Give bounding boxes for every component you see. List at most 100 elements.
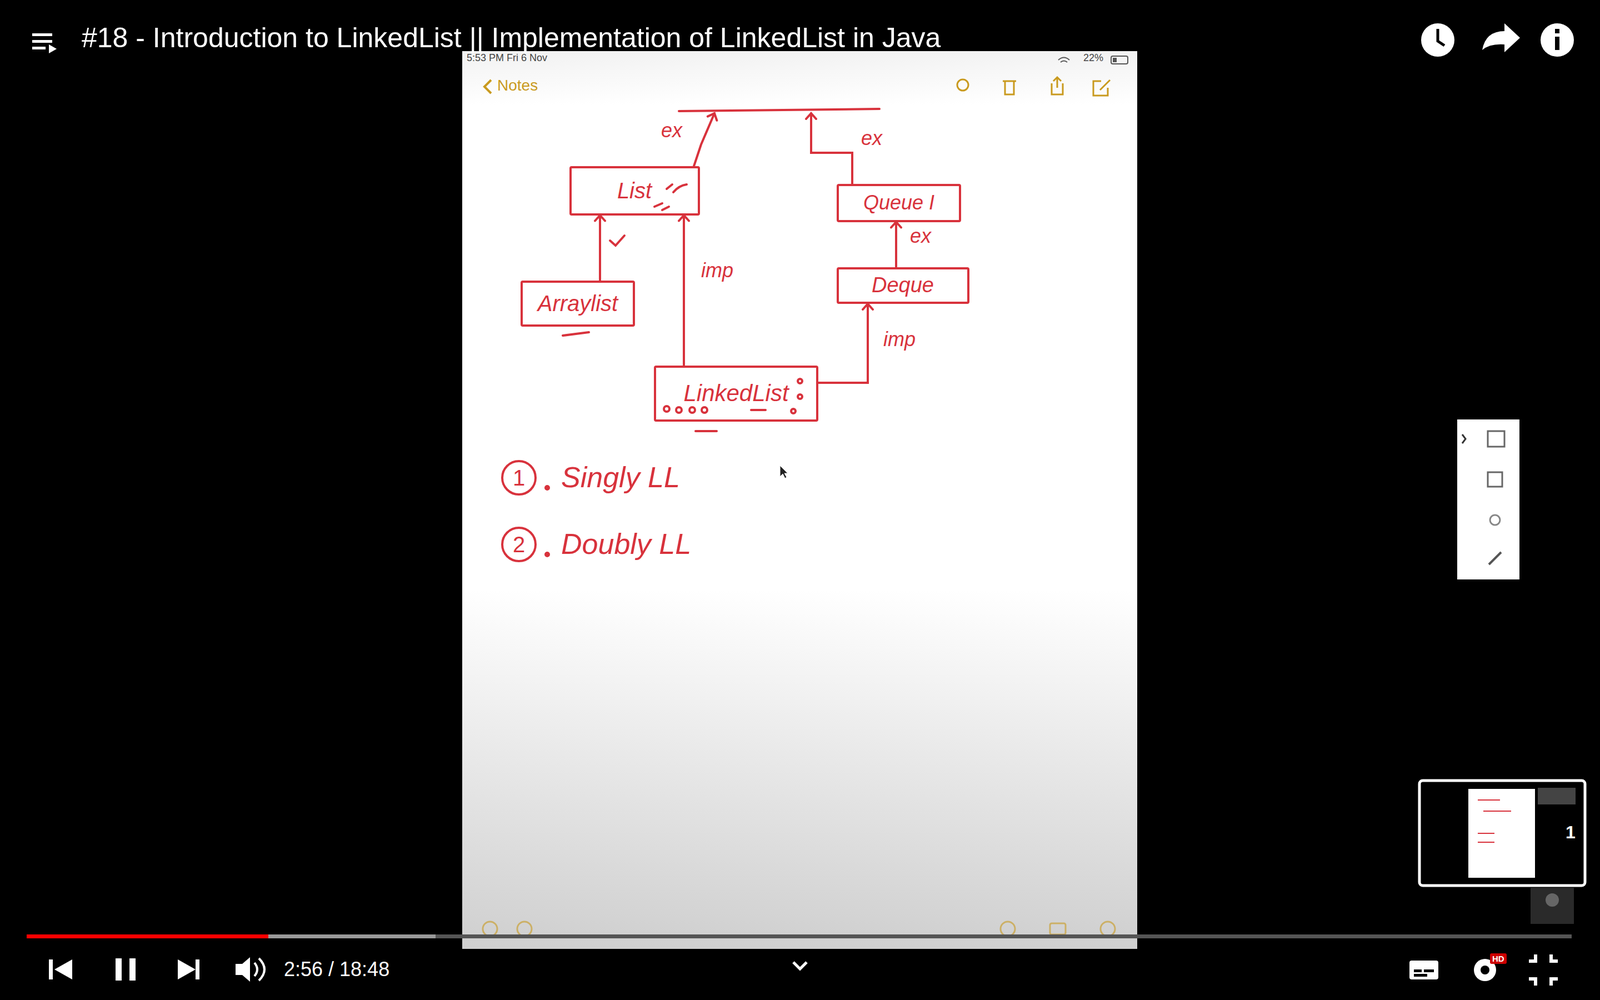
hand-drawing (545, 108, 880, 557)
video-title: #18 - Introduction to LinkedList || Impl… (81, 22, 941, 55)
arrow-label: ex (861, 126, 883, 150)
wifi-icon (1058, 57, 1070, 63)
box-label: List (617, 178, 652, 203)
decoration (1540, 23, 1574, 57)
dot (797, 394, 803, 399)
decoration (235, 957, 250, 982)
dot (676, 407, 682, 413)
decoration (1437, 28, 1445, 46)
class-box: Deque (836, 267, 970, 304)
progress-played (26, 934, 269, 939)
decoration (1530, 887, 1574, 924)
box-label: LinkedList (683, 380, 789, 407)
decoration (1002, 81, 1017, 95)
list-item: Doubly LL (561, 527, 692, 562)
decoration (1468, 788, 1535, 878)
decoration (1482, 23, 1520, 53)
decoration (1050, 923, 1066, 935)
thumbnail (1419, 780, 1585, 924)
dot (797, 378, 803, 384)
decoration (1488, 552, 1502, 565)
class-box: Arraylist (520, 280, 635, 327)
list-item: Singly LL (561, 461, 680, 495)
decoration (1490, 515, 1500, 525)
status-time: 5:53 PM Fri 6 Nov (466, 52, 548, 64)
decoration (1000, 921, 1015, 937)
inheritance-arrow (682, 215, 685, 366)
progress-buffer (26, 934, 436, 939)
edge-label: imp (883, 327, 916, 351)
edge-label: ex (910, 224, 932, 248)
check-mark (610, 235, 625, 246)
decoration (1419, 780, 1585, 886)
decoration (115, 958, 122, 981)
side-toolbar (1457, 419, 1520, 580)
decoration (1477, 800, 1512, 843)
decoration (177, 959, 196, 980)
decoration (1528, 954, 1558, 986)
box-label: Queue I (863, 191, 935, 214)
decoration (129, 958, 136, 981)
battery-level (1112, 57, 1117, 63)
list-dot (545, 486, 549, 490)
scribble (654, 184, 687, 210)
list-dot (545, 552, 549, 557)
decoration (32, 40, 53, 43)
decoration (1457, 419, 1520, 580)
phone-screen (462, 51, 1138, 949)
decoration (1480, 965, 1490, 975)
box-label: Deque (871, 273, 934, 298)
decoration (1051, 77, 1063, 95)
dot (663, 406, 670, 412)
progress-track (26, 934, 1572, 939)
underline (751, 408, 766, 412)
extends-arrow (811, 113, 853, 184)
decoration (1413, 973, 1428, 977)
arrow-label: ex (661, 118, 683, 142)
decoration (1487, 431, 1505, 447)
decoration (793, 962, 807, 969)
player-controls (48, 954, 1558, 986)
decoration (482, 921, 498, 937)
edge-label: imp (701, 258, 734, 282)
back-chevron (484, 80, 492, 94)
thumbnail-number: 1 (1565, 822, 1576, 843)
inheritance-arrow (598, 215, 602, 281)
decoration (1555, 28, 1560, 34)
decoration (517, 921, 532, 937)
decoration (48, 959, 53, 980)
box-label: Arraylist (537, 291, 618, 316)
back-link: Notes (497, 76, 538, 95)
decoration (1537, 787, 1576, 805)
class-box: LinkedList (653, 365, 819, 422)
hd-badge: HD (1490, 953, 1507, 964)
decoration (1409, 960, 1439, 980)
decoration (1487, 472, 1503, 487)
class-box: Queue I (836, 183, 962, 223)
decoration (54, 959, 73, 980)
decoration (1100, 921, 1115, 937)
decoration (1423, 969, 1434, 973)
underline (695, 430, 717, 433)
inheritance-arrow (818, 303, 868, 383)
dot (791, 408, 796, 414)
extends-arrow (693, 113, 715, 167)
inheritance-arrow (895, 222, 898, 268)
decoration (32, 46, 46, 50)
battery-icon (1111, 56, 1128, 64)
callout-number: 1 (501, 460, 537, 496)
decoration (195, 959, 200, 980)
time-display: 2:56 / 18:48 (283, 957, 390, 981)
decoration (1462, 434, 1466, 444)
decoration (1093, 80, 1110, 96)
underline (562, 332, 589, 336)
decoration (1555, 36, 1560, 50)
callout-number: 2 (501, 526, 537, 563)
toolbar-icons (957, 77, 1110, 96)
decoration (254, 958, 265, 981)
dot (689, 407, 695, 413)
decoration (957, 79, 969, 91)
phone-bottom-icons (482, 921, 1115, 937)
